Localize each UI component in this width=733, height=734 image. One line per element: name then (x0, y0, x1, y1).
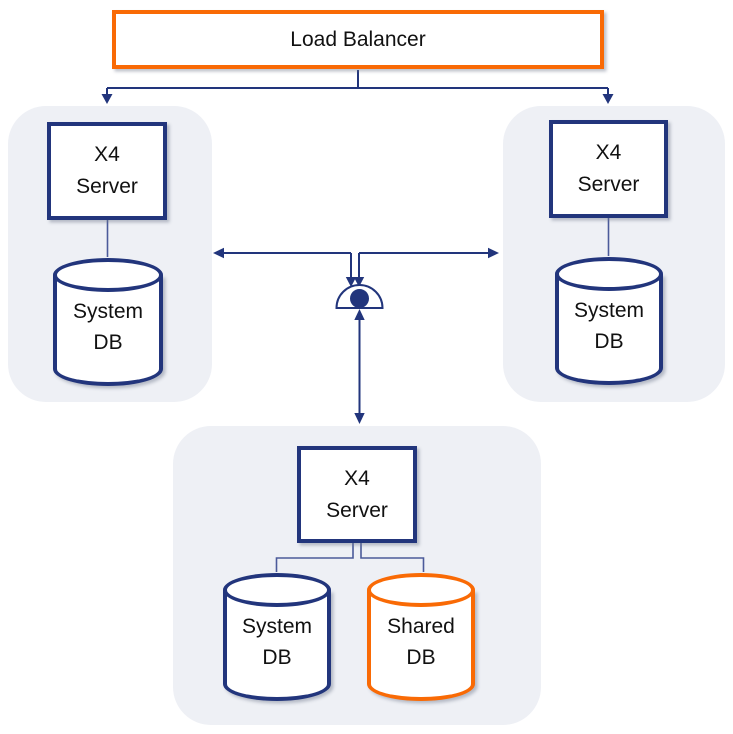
database-bottom-system-label-line2: DB (262, 646, 292, 669)
server-left-label-line1: X4 (94, 143, 120, 166)
servers-sync-connector (224, 252, 488, 277)
database-left-label: System DB (53, 296, 163, 358)
server-right-label-line1: X4 (595, 141, 622, 164)
database-cylinder-body (223, 590, 331, 701)
database-left-label-line2: DB (93, 331, 123, 354)
database-bottom-shared-label: Shared DB (367, 611, 475, 673)
server-bottom-label-line1: X4 (344, 466, 370, 490)
database-cylinder-top (367, 573, 475, 607)
server-left-label-line2: Server (76, 175, 138, 198)
lb-to-servers-connector (106, 70, 609, 94)
link-bottom-server-systemdb (275, 543, 354, 572)
lb-arrowheads (101, 94, 614, 104)
load-balancer-node: Load Balancer (112, 10, 604, 69)
database-right-system: System DB (555, 257, 663, 385)
link-bottom-server-shareddb (360, 543, 425, 572)
database-left-system: System DB (53, 258, 163, 386)
server-db-links (106, 218, 610, 572)
junction-arrowheads (354, 309, 365, 424)
server-right-label-line2: Server (577, 173, 640, 196)
database-cylinder-body (555, 274, 663, 385)
server-bottom-label-line2: Server (326, 498, 388, 522)
database-bottom-system-label: System DB (223, 611, 331, 673)
server-node-right: X4 Server (549, 120, 668, 218)
server-node-bottom: X4 Server (297, 446, 417, 543)
load-balancer-label: Load Balancer (290, 27, 426, 51)
sync-arrowheads (213, 247, 499, 287)
database-right-label-line1: System (573, 299, 644, 322)
database-bottom-shared-label-line2: DB (406, 646, 436, 669)
database-right-label: System DB (555, 295, 663, 357)
database-cylinder-top (555, 257, 663, 291)
merge-junction-icon (335, 284, 384, 309)
database-bottom-system-label-line1: System (241, 615, 312, 638)
database-cylinder-body (367, 590, 475, 701)
database-cylinder-top (53, 258, 163, 292)
database-bottom-shared: Shared DB (367, 573, 475, 701)
database-bottom-system: System DB (223, 573, 331, 701)
database-left-label-line1: System (72, 300, 143, 323)
database-cylinder-top (223, 573, 331, 607)
database-right-label-line2: DB (594, 330, 624, 353)
server-node-left: X4 Server (47, 122, 167, 220)
database-cylinder-body (53, 275, 163, 386)
database-bottom-shared-label-line1: Shared (387, 615, 455, 638)
